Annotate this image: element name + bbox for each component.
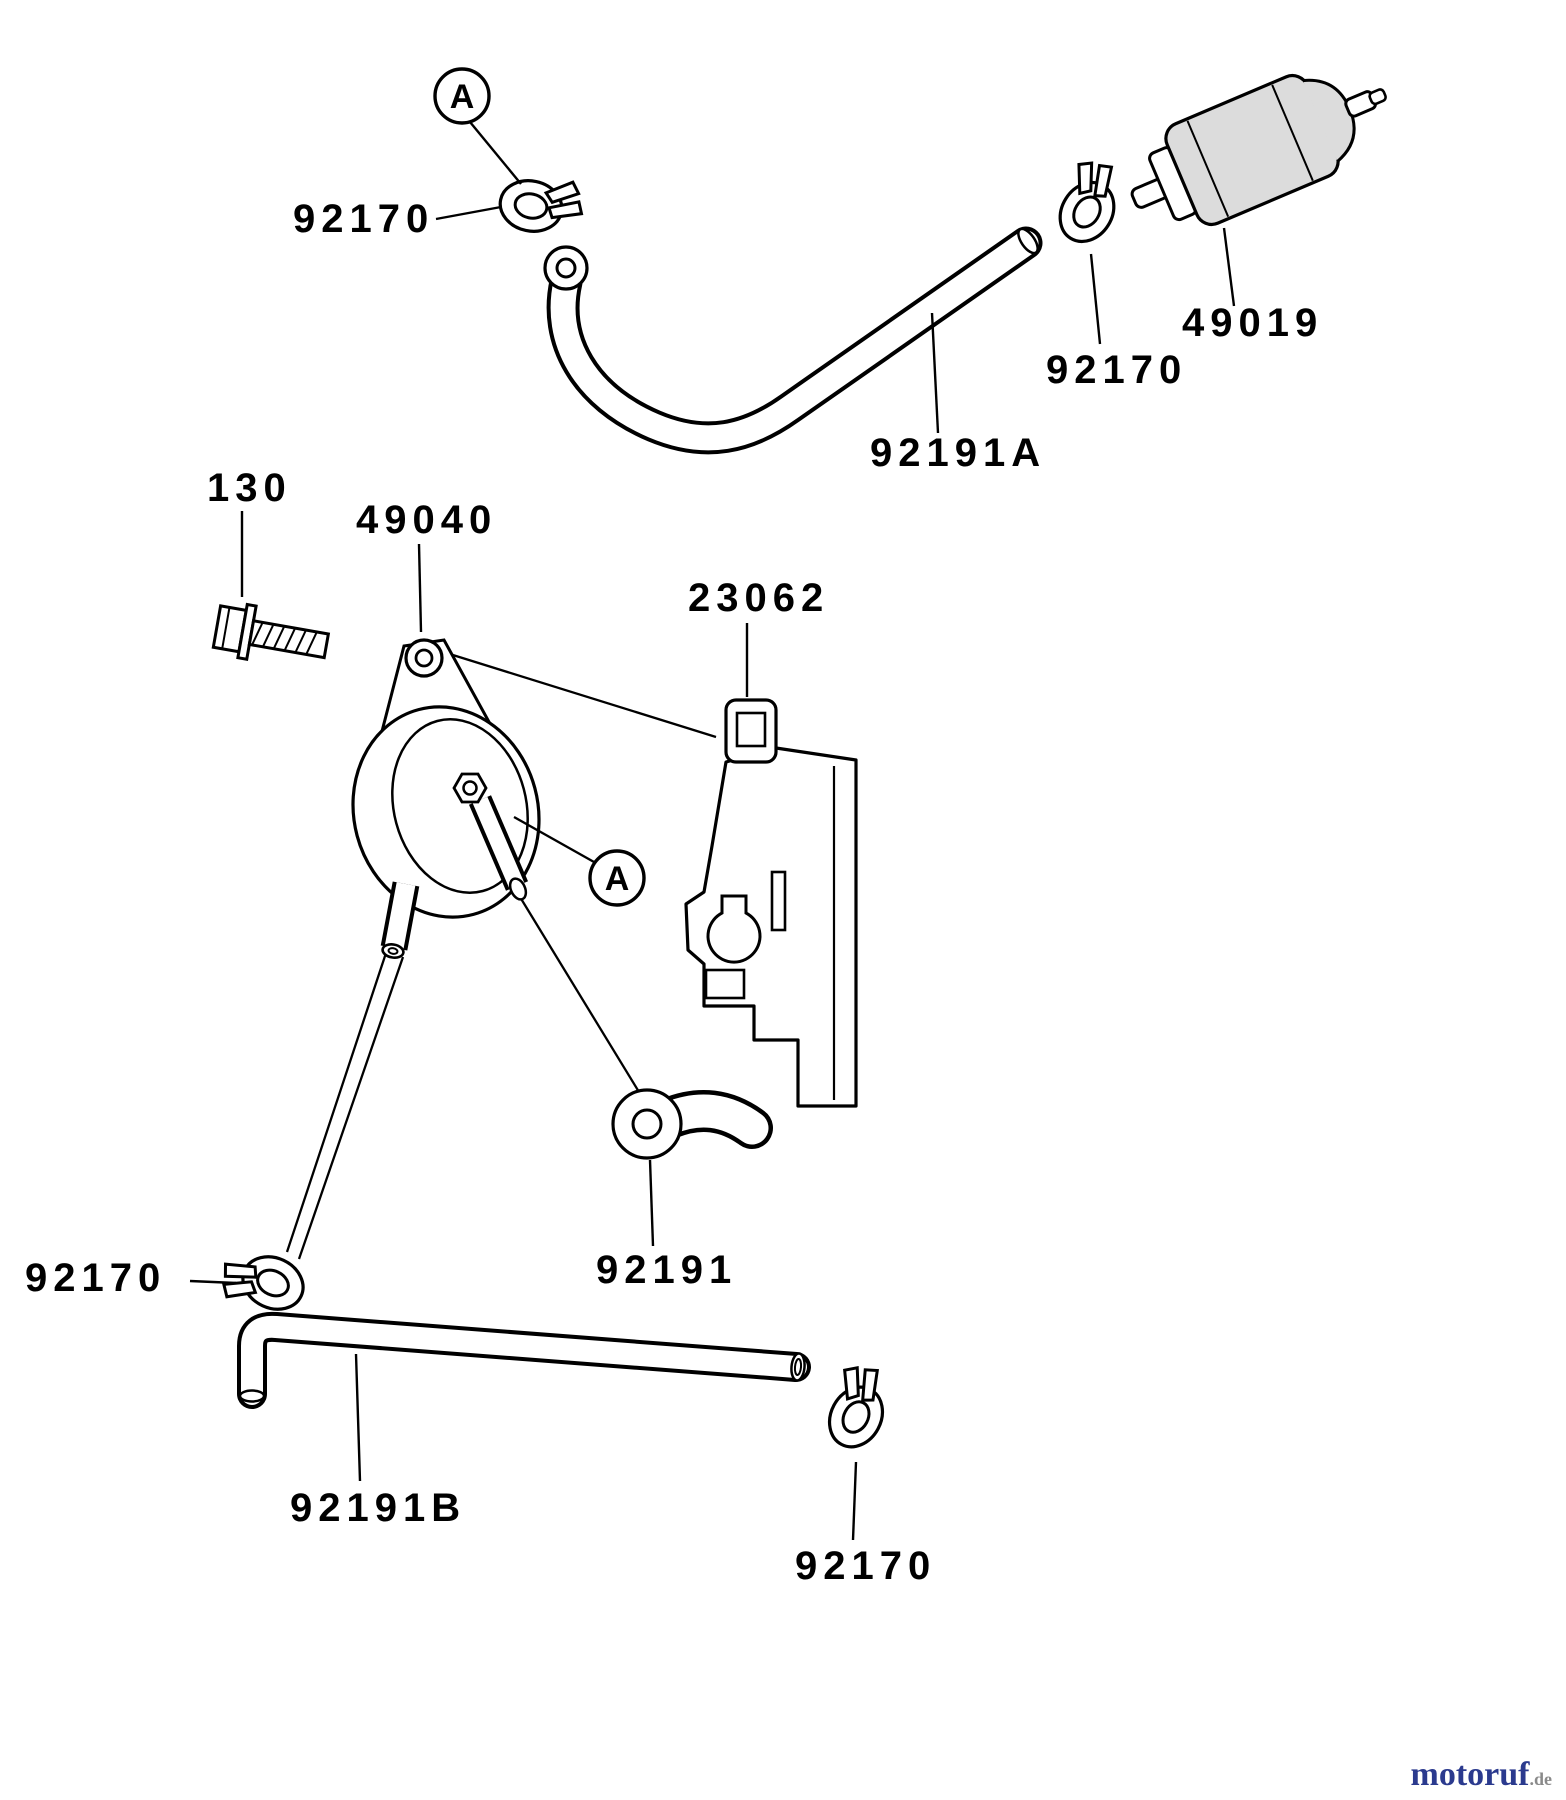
part-label-bolt: 130 xyxy=(207,466,292,510)
part-label-fuel-valve: 49040 xyxy=(356,498,497,542)
callout-a-top-circle xyxy=(433,67,491,125)
fuel-tube-92191-drawing xyxy=(611,1088,773,1160)
hose-clamp-lower-right-drawing xyxy=(811,1355,904,1458)
watermark-brand: motoruf xyxy=(1410,1756,1530,1793)
part-label-clamp-filter: 92170 xyxy=(1046,348,1187,392)
part-label-clamp-top: 92170 xyxy=(293,197,434,241)
watermark-domain-suffix: .de xyxy=(1529,1769,1553,1789)
part-label-clamp-lower-right: 92170 xyxy=(795,1544,936,1588)
part-label-hose-lower: 92191B xyxy=(290,1486,466,1530)
part-label-fuel-filter: 49019 xyxy=(1182,301,1323,345)
callout-a-mid-circle xyxy=(588,849,646,907)
bracket-keyhole-cutout xyxy=(706,894,762,964)
fuel-valve-49040-drawing xyxy=(351,638,541,959)
fuel-hose-92191a-drawing xyxy=(543,226,1043,455)
label-leader-lines xyxy=(189,121,1236,1541)
part-label-clamp-lower-left: 92170 xyxy=(25,1256,166,1300)
assembly-leader-lines xyxy=(285,649,717,1260)
valve-drain-nipple xyxy=(381,943,405,959)
hose-clamp-filter-drawing xyxy=(1041,150,1137,254)
hose-clamp-top-drawing xyxy=(493,166,590,243)
bracket-23062-drawing xyxy=(684,698,858,1108)
callout-a-top: A xyxy=(433,67,491,125)
fuel-filter-49019-drawing xyxy=(1130,73,1387,227)
callout-a-mid: A xyxy=(588,849,646,907)
flange-bolt-130-drawing xyxy=(211,602,331,661)
fuel-hose-92191b-drawing xyxy=(237,1311,811,1409)
part-label-bracket: 23062 xyxy=(688,576,829,620)
callout-a-mid-letter: A xyxy=(605,860,630,898)
watermark: motoruf.de xyxy=(1411,1756,1552,1794)
callout-a-top-letter: A xyxy=(450,78,475,116)
part-label-hose-upper: 92191A xyxy=(870,431,1046,475)
part-label-fuel-tube: 92191 xyxy=(596,1248,737,1292)
